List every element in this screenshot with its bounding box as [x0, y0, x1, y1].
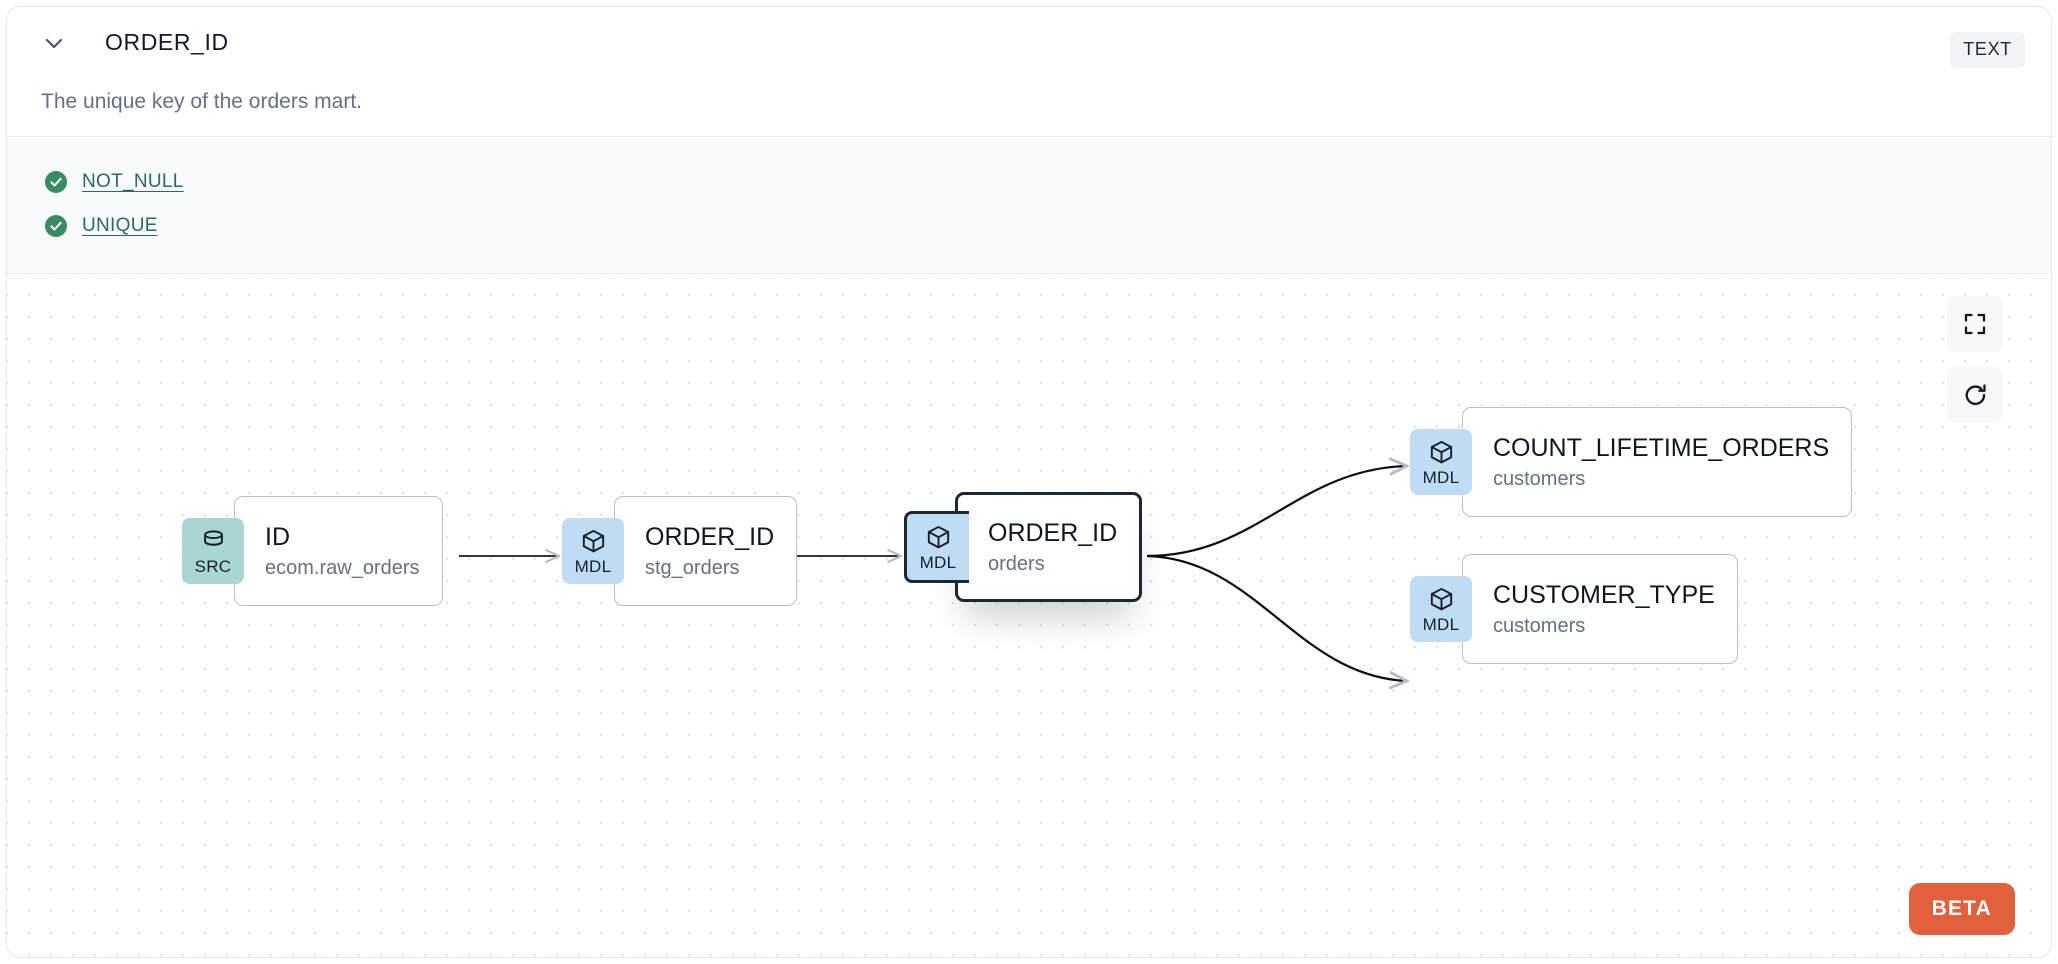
page-title: ORDER_ID: [105, 29, 229, 55]
test-link-unique[interactable]: UNIQUE: [82, 215, 158, 236]
title-row: ORDER_ID: [41, 29, 229, 56]
lineage-node-stg-orders[interactable]: MDL ORDER_ID stg_orders: [562, 496, 798, 606]
node-table-name: ecom.raw_orders: [265, 557, 420, 579]
node-table-name: customers: [1493, 468, 1586, 490]
lineage-edges: [459, 274, 2051, 957]
test-link-not-null[interactable]: NOT_NULL: [82, 171, 184, 192]
edge-orders-to-custtype: [1146, 554, 1407, 681]
lineage-node-orders-selected[interactable]: MDL ORDER_ID orders: [904, 492, 1143, 602]
lineage-canvas[interactable]: SRC ID ecom.raw_orders MDL: [7, 274, 2051, 957]
node-column-name: ORDER_ID: [645, 523, 775, 551]
canvas-controls: [1947, 296, 2003, 438]
test-row: NOT_NULL: [7, 160, 2051, 204]
edge-orders-to-count: [1146, 466, 1407, 558]
node-card[interactable]: COUNT_LIFETIME_ORDERS customers: [1462, 407, 1853, 517]
check-circle-icon: [45, 171, 67, 193]
node-badge-mdl: MDL: [1410, 429, 1472, 495]
detail-panel: ORDER_ID The unique key of the orders ma…: [6, 6, 2052, 958]
node-badge-mdl: MDL: [1410, 576, 1472, 642]
lineage-node-customer-type[interactable]: MDL CUSTOMER_TYPE customers: [1410, 554, 1738, 664]
chevron-down-icon[interactable]: [41, 30, 67, 56]
node-badge-label: MDL: [919, 552, 957, 572]
test-row: UNIQUE: [7, 204, 2051, 248]
data-type-badge: TEXT: [1950, 32, 2025, 68]
node-table-name: orders: [988, 553, 1045, 575]
node-card[interactable]: ID ecom.raw_orders: [234, 496, 443, 606]
lineage-node-count-lifetime-orders[interactable]: MDL COUNT_LIFETIME_ORDERS customers: [1410, 407, 1853, 517]
node-badge-label: MDL: [1422, 614, 1460, 634]
node-table-name: stg_orders: [645, 557, 740, 579]
column-description: The unique key of the orders mart.: [41, 90, 362, 113]
refresh-icon[interactable]: [1947, 367, 2003, 423]
node-badge-mdl: MDL: [562, 518, 624, 584]
node-table-name: customers: [1493, 615, 1586, 637]
node-badge-label: SRC: [194, 556, 232, 576]
node-card[interactable]: ORDER_ID stg_orders: [614, 496, 798, 606]
fullscreen-icon[interactable]: [1947, 296, 2003, 352]
check-circle-icon: [45, 215, 67, 237]
node-badge-src: SRC: [182, 518, 244, 584]
node-column-name: COUNT_LIFETIME_ORDERS: [1493, 434, 1830, 462]
node-card[interactable]: ORDER_ID orders: [955, 492, 1143, 602]
node-badge-mdl: MDL: [904, 511, 969, 583]
node-badge-label: MDL: [1422, 467, 1460, 487]
node-column-name: ID: [265, 523, 290, 551]
lineage-node-src-id[interactable]: SRC ID ecom.raw_orders: [182, 496, 443, 606]
node-column-name: CUSTOMER_TYPE: [1493, 581, 1715, 609]
header-section: ORDER_ID The unique key of the orders ma…: [7, 7, 2051, 137]
node-column-name: ORDER_ID: [988, 519, 1118, 547]
tests-section: NOT_NULL UNIQUE: [7, 137, 2051, 274]
beta-badge[interactable]: BETA: [1908, 883, 2015, 935]
node-badge-label: MDL: [574, 556, 612, 576]
node-card[interactable]: CUSTOMER_TYPE customers: [1462, 554, 1738, 664]
